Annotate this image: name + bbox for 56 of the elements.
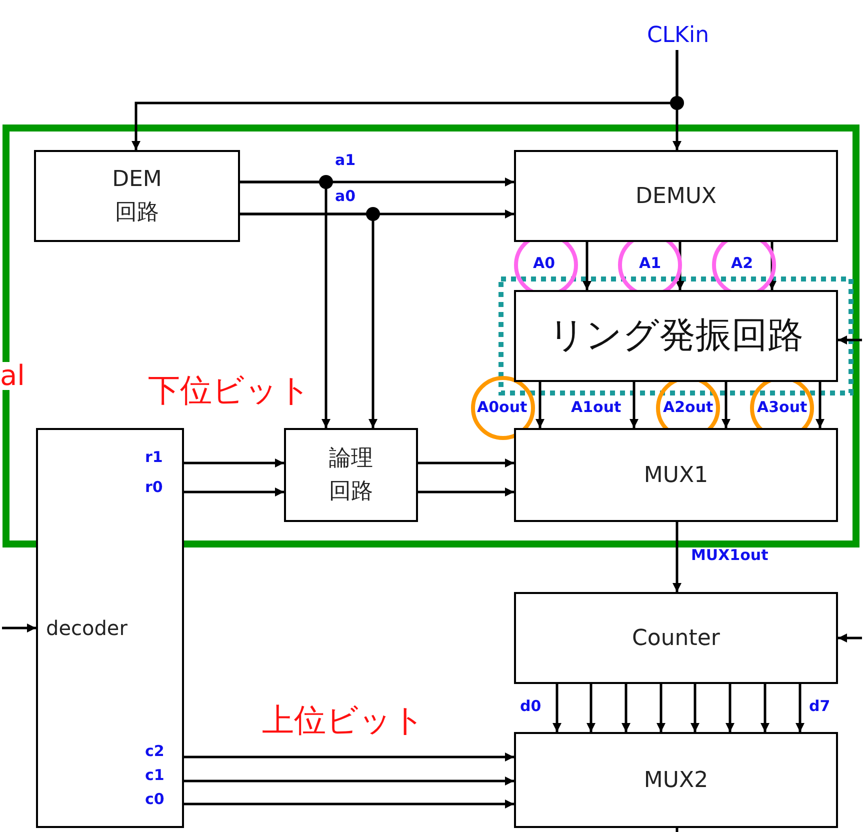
signal-label: CLKin <box>640 20 716 50</box>
arrow <box>184 776 514 786</box>
arrow <box>630 382 638 428</box>
edge-label: A0out <box>476 400 528 415</box>
block-box: MUX1 <box>514 428 838 522</box>
arrow <box>838 634 862 642</box>
arrow <box>240 212 378 428</box>
arrow <box>184 752 514 762</box>
arrow <box>418 488 514 496</box>
arrow <box>672 522 682 592</box>
note-text: al <box>0 362 25 390</box>
arrow <box>552 684 562 732</box>
arrow <box>622 684 630 732</box>
edge-label: A1out <box>570 400 622 415</box>
block-box: Counter <box>514 592 838 684</box>
arrow <box>586 684 596 732</box>
note-text: 上位ビット <box>262 704 425 736</box>
arrow <box>722 382 730 428</box>
arrow <box>760 684 770 732</box>
arrow <box>656 684 666 732</box>
arrow <box>582 242 592 290</box>
arrow <box>838 336 862 344</box>
arrow <box>184 488 284 496</box>
arrow <box>536 382 544 428</box>
edge-label: r0 <box>144 480 164 495</box>
arrow <box>796 684 804 732</box>
note-text: 下位ビット <box>148 374 311 406</box>
arrow <box>690 684 700 732</box>
arrow <box>2 624 36 632</box>
arrow <box>240 180 330 428</box>
edge-label: A2out <box>662 400 714 415</box>
block-box: 論理回路 <box>284 428 418 522</box>
signal-line <box>676 828 678 832</box>
block-box: DEM 回路 <box>34 150 240 242</box>
arrow <box>816 382 824 428</box>
edge-label: A1 <box>638 256 662 271</box>
edge-label: A0 <box>532 256 556 271</box>
edge-label: MUX1out <box>690 548 770 563</box>
edge-label: r1 <box>144 450 164 465</box>
edge-label: c0 <box>144 792 166 807</box>
edge-label: c1 <box>144 768 166 783</box>
block-box: リング発振回路 <box>514 290 838 382</box>
edge-label: A3out <box>756 400 808 415</box>
edge-label: d7 <box>808 699 832 714</box>
arrow <box>132 50 678 150</box>
edge-label: a0 <box>334 189 357 204</box>
arrow <box>418 458 514 468</box>
arrow <box>726 684 734 732</box>
edge-label: a1 <box>334 153 357 168</box>
block-box: MUX2 <box>514 732 838 828</box>
block-box: DEMUX <box>514 150 838 242</box>
arrow <box>184 458 284 468</box>
edge-label: c2 <box>144 744 166 759</box>
edge-label: A2 <box>730 256 754 271</box>
edge-label: d0 <box>519 699 542 714</box>
arrow <box>184 800 514 808</box>
